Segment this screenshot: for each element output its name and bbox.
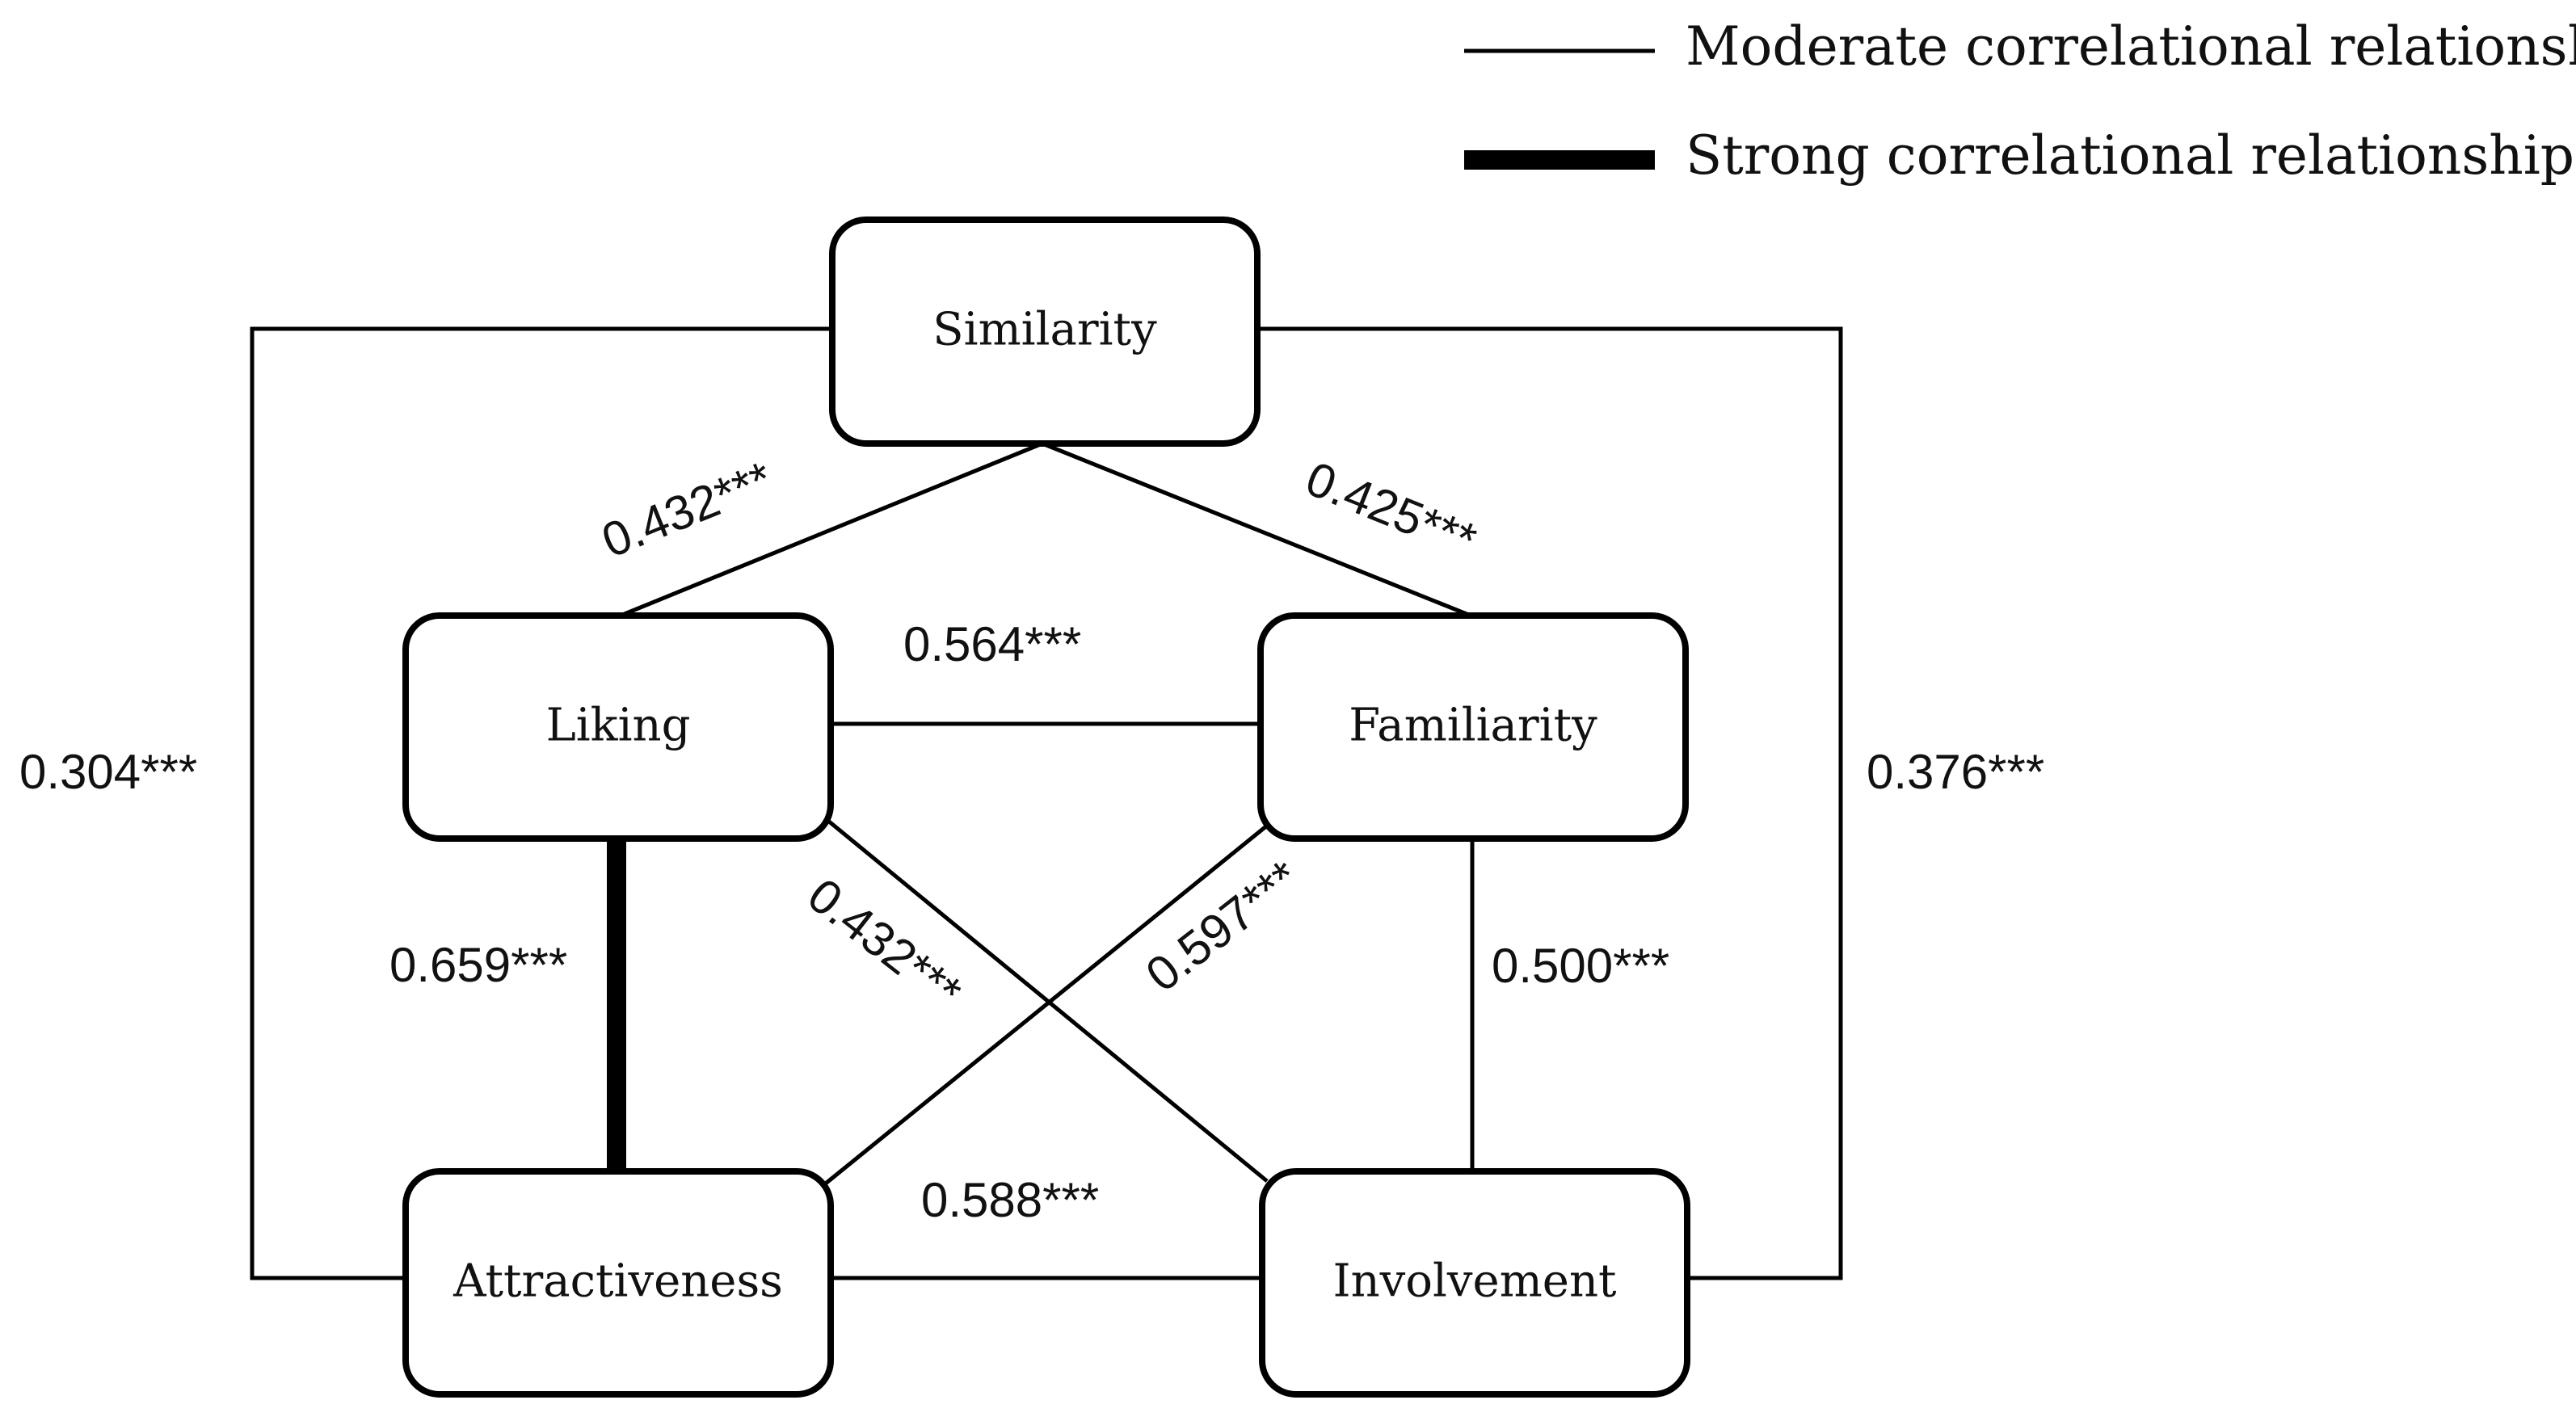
label-familiarity-attractiveness: 0.597*** [1136,850,1310,1002]
label-liking-attractiveness: 0.659*** [389,938,567,992]
label-similarity-liking: 0.432*** [595,451,780,568]
label-liking-familiarity: 0.564*** [903,617,1081,671]
edge-similarity-involvement [1257,326,1843,1280]
node-attractiveness-label: Attractiveness [452,1255,783,1308]
edge-similarity-familiarity [1042,441,1471,618]
edge-similarity-liking [620,441,1043,618]
edge-labels: 0.432*** 0.425*** 0.564*** 0.659*** 0.43… [19,451,2044,1227]
edge-similarity-attractiveness [250,326,832,1280]
edge-liking-involvement [823,816,1269,1183]
edges [250,326,1843,1280]
node-involvement-label: Involvement [1332,1255,1617,1308]
legend-strong-label: Strong correlational relationship [1686,124,2574,187]
node-similarity: Similarity [829,217,1261,447]
node-liking-label: Liking [546,700,691,752]
label-similarity-familiarity: 0.425*** [1299,451,1484,568]
label-attractiveness-involvement: 0.588*** [921,1173,1099,1227]
node-similarity-label: Similarity [932,304,1157,356]
legend: Moderate correlational relationship Stro… [1464,15,2576,187]
legend-moderate-label: Moderate correlational relationship [1686,15,2576,78]
label-similarity-attractiveness: 0.304*** [19,745,197,799]
label-similarity-involvement: 0.376*** [1867,745,2044,799]
node-familiarity: Familiarity [1257,612,1689,842]
node-familiarity-label: Familiarity [1349,700,1597,752]
node-liking: Liking [402,612,834,842]
label-familiarity-involvement: 0.500*** [1492,939,1669,993]
node-involvement: Involvement [1259,1168,1690,1398]
label-liking-involvement: 0.432*** [798,868,971,1020]
edge-familiarity-attractiveness [821,824,1269,1188]
node-attractiveness: Attractiveness [402,1168,834,1398]
